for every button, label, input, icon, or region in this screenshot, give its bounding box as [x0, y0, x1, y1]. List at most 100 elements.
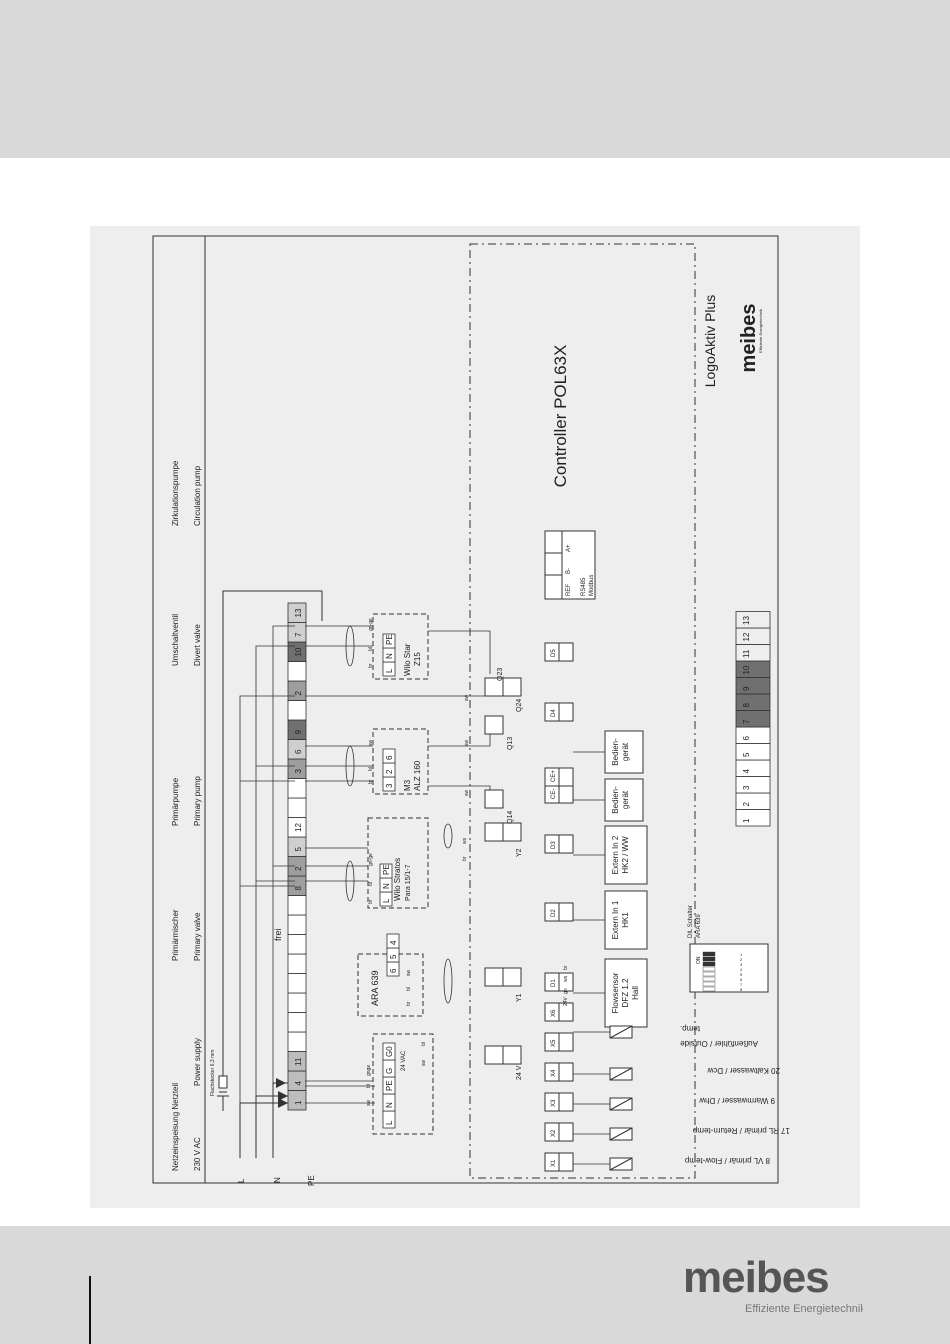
- dfz-pin-label: ws: [563, 975, 569, 982]
- function-box-text: gerät: [621, 742, 630, 761]
- label-zirk-de: Zirkulationspumpe: [171, 460, 180, 526]
- input-terminal-ground: [558, 1032, 574, 1052]
- output-terminal: [484, 967, 504, 987]
- output-terminal: [484, 1045, 504, 1065]
- strip-label: 5: [742, 752, 751, 757]
- device-pin-label: 4: [389, 940, 398, 945]
- main-terminal-label: 7: [294, 632, 303, 637]
- strip-label: 11: [742, 649, 751, 658]
- input-terminal-ground: [558, 1002, 574, 1022]
- input-label: X3: [551, 1099, 557, 1107]
- device-pin-label: PE: [382, 864, 391, 875]
- input-terminal-ground: [558, 767, 574, 787]
- main-terminal-cell: [287, 758, 307, 779]
- input-label: CE-: [551, 789, 557, 799]
- stratos-name: Wilo Stratos: [393, 858, 402, 901]
- device-pin-label: N: [385, 1102, 394, 1108]
- star-sub: Z15: [413, 652, 422, 666]
- strip-label: 9: [742, 686, 751, 691]
- footer-logo-text: meibes: [683, 1254, 829, 1302]
- strip-label: 10: [742, 665, 751, 674]
- footer-rule: [89, 1276, 91, 1344]
- dil-switch-cell: [702, 961, 716, 967]
- wire-color-label: sw: [421, 1060, 427, 1067]
- main-terminal-label: 12: [294, 823, 303, 832]
- main-terminal-cell: [287, 973, 307, 994]
- label-flachstecker: Flachstecker 6,3 mm: [210, 1050, 216, 1096]
- device-pin-label: L: [385, 1120, 394, 1125]
- wiring-diagram: Netzeinspeisung Netzteil 230 V AC Power …: [152, 235, 790, 1186]
- supply-voltage: 24 VAC: [401, 1050, 407, 1071]
- main-terminal-cell: [287, 1012, 307, 1033]
- wire-color-label: br: [406, 1001, 412, 1006]
- device-pin: [386, 933, 400, 949]
- input-label: CE+: [551, 770, 557, 782]
- device-pin-label: L: [385, 668, 394, 673]
- dil-switch-cell: [702, 981, 716, 987]
- dfz-pin-label: 24V: [563, 996, 569, 1006]
- input-terminal-ground: [558, 834, 574, 854]
- dil-num: 6: [740, 977, 743, 982]
- star-module: [372, 613, 429, 680]
- main-terminal-cell: [287, 914, 307, 935]
- wire-color-label: bl: [366, 1084, 372, 1088]
- main-terminal-cell: [287, 602, 307, 623]
- main-terminal-label: 2: [294, 866, 303, 871]
- dil-switch-cell: [702, 976, 716, 982]
- main-terminal-label: 5: [294, 847, 303, 852]
- function-box-text: Flowsensor: [611, 972, 620, 1013]
- device-pin-label: 6: [389, 968, 398, 973]
- strip-label: 1: [742, 818, 751, 823]
- header-band: [0, 0, 950, 158]
- main-terminal-label: 13: [294, 608, 303, 617]
- main-terminal-label: 8: [294, 886, 303, 891]
- input-label: X1: [551, 1159, 557, 1167]
- m3-name: M3: [403, 779, 412, 791]
- output-label: Q14: [507, 811, 514, 824]
- wire-color-label: ws: [462, 837, 468, 844]
- device-pin-label: L: [382, 898, 391, 903]
- function-box-flowsensor: [604, 958, 648, 1028]
- dil-num: 5: [740, 972, 743, 977]
- stratos-sub: Para 15/1-7: [405, 864, 412, 901]
- input-label: D2: [551, 909, 557, 917]
- m3-module: [372, 728, 429, 795]
- main-terminal-cell: [287, 953, 307, 974]
- main-terminal-cell: [287, 992, 307, 1013]
- output-terminal: [484, 822, 504, 842]
- wire-color-label: br: [368, 663, 374, 668]
- rs485-pin-label: B-: [566, 568, 572, 574]
- wire-color-label: sw: [464, 695, 470, 702]
- device-pin-label: N: [385, 653, 394, 659]
- strip-label: 3: [742, 785, 751, 790]
- diagram-frame: [152, 235, 779, 1184]
- wire-color-label: br: [368, 899, 374, 904]
- dil-switch: [689, 943, 769, 993]
- input-label: X2: [551, 1129, 557, 1137]
- function-box-text: HK2 / WW: [621, 836, 630, 874]
- device-pin-label: G: [385, 1068, 394, 1074]
- label-mischer-en: Primary valve: [193, 912, 202, 961]
- label-primpumpe-de: Primärpumpe: [171, 777, 180, 826]
- output-terminal: [502, 822, 522, 842]
- dfz-pin-label: br: [563, 965, 569, 970]
- label-N: N: [273, 1177, 282, 1183]
- stratos-module: [367, 817, 429, 909]
- strip-label: 8: [742, 703, 751, 708]
- function-box-bedien2: [604, 730, 644, 774]
- wiring-diagram-panel: Netzeinspeisung Netzteil 230 V AC Power …: [90, 226, 860, 1208]
- dil-switch-cell: [702, 971, 716, 977]
- device-pin-label: PE: [385, 634, 394, 645]
- wire-color-label: bl: [406, 987, 412, 991]
- sensor-label: Außenfühler / Outside: [680, 1039, 758, 1048]
- input-terminal-ground: [558, 1092, 574, 1112]
- input-terminal-ground: [558, 1152, 574, 1172]
- device-pin: [379, 863, 393, 879]
- wire-color-label: sw: [366, 1100, 372, 1107]
- dil-on-label: ON: [696, 956, 702, 964]
- output-terminal: [502, 967, 522, 987]
- output-label: 24 V: [516, 1065, 523, 1080]
- function-box-text: Hall: [631, 986, 640, 1000]
- main-terminal-cell: [287, 1070, 307, 1091]
